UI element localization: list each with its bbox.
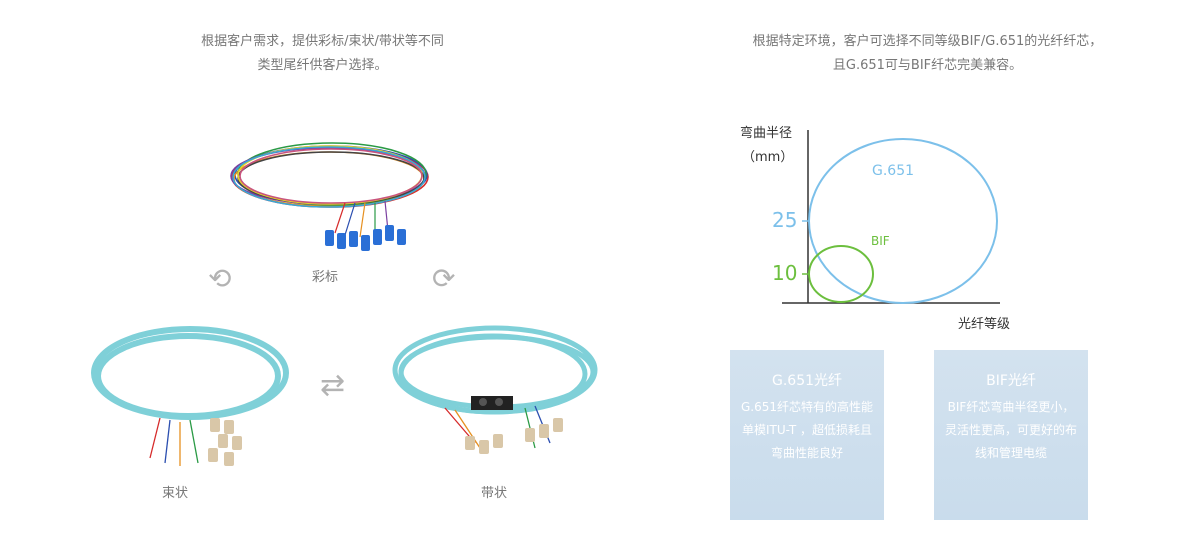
color-coded-label: 彩标 [312, 270, 339, 285]
right-caption-line-2: 且G.651可与BIF纤芯完美兼容。 [832, 58, 1023, 73]
ribbon-pigtail-image [392, 325, 598, 454]
swap-arrows-icon-left: ⟲ [208, 262, 232, 295]
y-axis-label-line-1: 弯曲半径 [740, 126, 793, 141]
left-caption: 根据客户需求，提供彩标/束状/带状等不同 类型尾纤供客户选择。 [150, 30, 495, 78]
g651-card-title: G.651光纤 [771, 373, 843, 389]
bif-card-desc: BIF纤芯弯曲半径更小，灵活性更高，可更好的布线和管理电缆 [944, 400, 1077, 460]
bundle-label: 束状 [162, 486, 189, 501]
g651-label: G.651 [872, 163, 915, 179]
bif-circle [808, 245, 874, 303]
right-caption-line-1: 根据特定环境，客户可选择不同等级BIF/G.651的光纤纤芯， [752, 34, 1103, 49]
tick-10-label: 10 [772, 261, 798, 285]
color-coded-pigtail-image [230, 142, 429, 251]
ribbon-label: 带状 [481, 486, 508, 501]
swap-arrows-icon-right: ⟳ [432, 262, 456, 295]
g651-card-desc: G.651纤芯特有的高性能单模ITU-T ，超低损耗且弯曲性能良好 [740, 400, 874, 460]
tick-25-label: 25 [772, 208, 798, 232]
exchange-arrows-icon: ⇄ [320, 368, 346, 403]
y-axis-label-line-2: （mm） [742, 150, 794, 165]
bif-label: BIF [871, 234, 890, 248]
x-axis-label: 光纤等级 [958, 317, 1011, 332]
right-caption: 根据特定环境，客户可选择不同等级BIF/G.651的光纤纤芯， 且G.651可与… [700, 30, 1155, 78]
left-caption-line-1: 根据客户需求，提供彩标/束状/带状等不同 [201, 34, 444, 49]
bif-card: BIF光纤 BIF纤芯弯曲半径更小，灵活性更高，可更好的布线和管理电缆 [934, 350, 1088, 520]
left-caption-line-2: 类型尾纤供客户选择。 [257, 58, 388, 73]
bif-card-title: BIF光纤 [986, 373, 1036, 389]
bundle-pigtail-image [91, 326, 289, 466]
g651-card: G.651光纤 G.651纤芯特有的高性能单模ITU-T ，超低损耗且弯曲性能良… [730, 350, 884, 520]
bend-radius-diagram [782, 130, 1000, 304]
